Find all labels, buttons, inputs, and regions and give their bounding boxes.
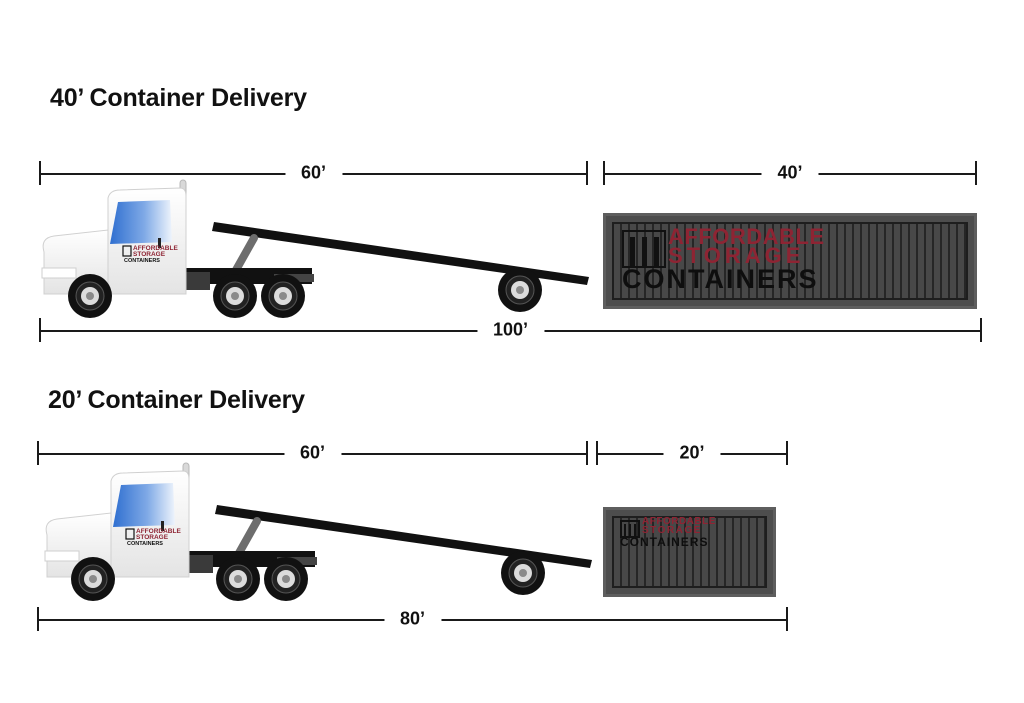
truck-icon: AFFORDABLE STORAGE CONTAINERS bbox=[41, 179, 589, 319]
company-logo-icon: AFFORDABLE STORAGE CONTAINERS bbox=[122, 245, 178, 264]
company-logo-icon: AFFORDABLE STORAGE CONTAINERS bbox=[125, 528, 181, 547]
tire-icon bbox=[263, 556, 309, 602]
shipping-container-icon: AFFORDABLE STORAGE CONTAINERS bbox=[603, 507, 776, 597]
brand-line3: CONTAINERS bbox=[622, 263, 819, 294]
tire-icon bbox=[212, 273, 258, 319]
dimension-label-truck: 60’ bbox=[284, 162, 343, 184]
cab-logo-line1: AFFORDABLE bbox=[133, 245, 178, 252]
truck-icon: AFFORDABLE STORAGE CONTAINERS bbox=[44, 462, 592, 602]
dimension-tick-right bbox=[980, 318, 982, 342]
brand-line2: STORAGE bbox=[668, 242, 805, 268]
dimension-tick-right bbox=[786, 607, 788, 631]
section-title-20ft: 20’ Container Delivery bbox=[48, 386, 305, 414]
dimension-tick-left bbox=[596, 441, 598, 465]
windshield bbox=[113, 483, 175, 527]
hydraulic-cylinder bbox=[235, 517, 261, 557]
container-brand-logo: AFFORDABLE STORAGE CONTAINERS bbox=[620, 516, 716, 550]
door-handle bbox=[161, 521, 164, 531]
brand-line2: STORAGE bbox=[642, 524, 702, 536]
bumper bbox=[41, 267, 77, 279]
cab-logo-line2: STORAGE bbox=[136, 534, 169, 541]
dimension-label-truck: 60’ bbox=[283, 442, 342, 464]
bumper bbox=[44, 550, 80, 562]
dimension-container-length-20: 20’ bbox=[596, 438, 788, 468]
tire-icon bbox=[260, 273, 306, 319]
container-brand-logo: AFFORDABLE STORAGE CONTAINERS bbox=[622, 224, 825, 294]
container-corrugation bbox=[612, 516, 767, 588]
dimension-tick-left bbox=[37, 441, 39, 465]
container-corrugation bbox=[612, 222, 968, 300]
brand-line1: AFFORDABLE bbox=[668, 224, 825, 249]
cab-logo-line3: CONTAINERS bbox=[124, 258, 160, 264]
cab-logo-line1: AFFORDABLE bbox=[136, 528, 181, 535]
dimension-tick-left bbox=[603, 161, 605, 185]
dimension-label-container: 20’ bbox=[663, 442, 721, 464]
door-handle bbox=[158, 238, 161, 248]
dimension-tick-left bbox=[39, 318, 41, 342]
dimension-tick-right bbox=[586, 161, 588, 185]
tire-icon bbox=[67, 273, 113, 319]
cab-logo-line3: CONTAINERS bbox=[127, 541, 163, 547]
brand-line3: CONTAINERS bbox=[620, 535, 709, 550]
dimension-tick-left bbox=[37, 607, 39, 631]
dimension-total-length-20: 80’ bbox=[37, 604, 788, 634]
tire-icon bbox=[70, 556, 116, 602]
company-logo-icon bbox=[622, 230, 666, 268]
tire-icon bbox=[500, 550, 546, 596]
dimension-label-total: 100’ bbox=[476, 319, 545, 341]
dimension-label-total: 80’ bbox=[383, 608, 442, 630]
tire-icon bbox=[215, 556, 261, 602]
windshield bbox=[110, 200, 172, 244]
dimension-total-length-40: 100’ bbox=[39, 315, 982, 345]
company-logo-icon bbox=[620, 520, 640, 538]
rollback-bed bbox=[212, 222, 589, 285]
dimension-tick-right bbox=[975, 161, 977, 185]
dimension-label-container: 40’ bbox=[761, 162, 819, 184]
tire-icon bbox=[497, 267, 543, 313]
cab-logo-line2: STORAGE bbox=[133, 251, 166, 258]
brand-line1: AFFORDABLE bbox=[642, 516, 716, 527]
dimension-truck-length-40: 60’ bbox=[39, 158, 588, 188]
dimension-container-length-40: 40’ bbox=[603, 158, 977, 188]
dimension-tick-left bbox=[39, 161, 41, 185]
dimension-truck-length-20: 60’ bbox=[37, 438, 588, 468]
dimension-tick-right bbox=[586, 441, 588, 465]
section-title-40ft: 40’ Container Delivery bbox=[50, 84, 307, 112]
rollback-bed bbox=[215, 505, 592, 568]
shipping-container-icon: AFFORDABLE STORAGE CONTAINERS bbox=[603, 213, 977, 309]
hydraulic-cylinder bbox=[232, 234, 258, 274]
dimension-tick-right bbox=[786, 441, 788, 465]
